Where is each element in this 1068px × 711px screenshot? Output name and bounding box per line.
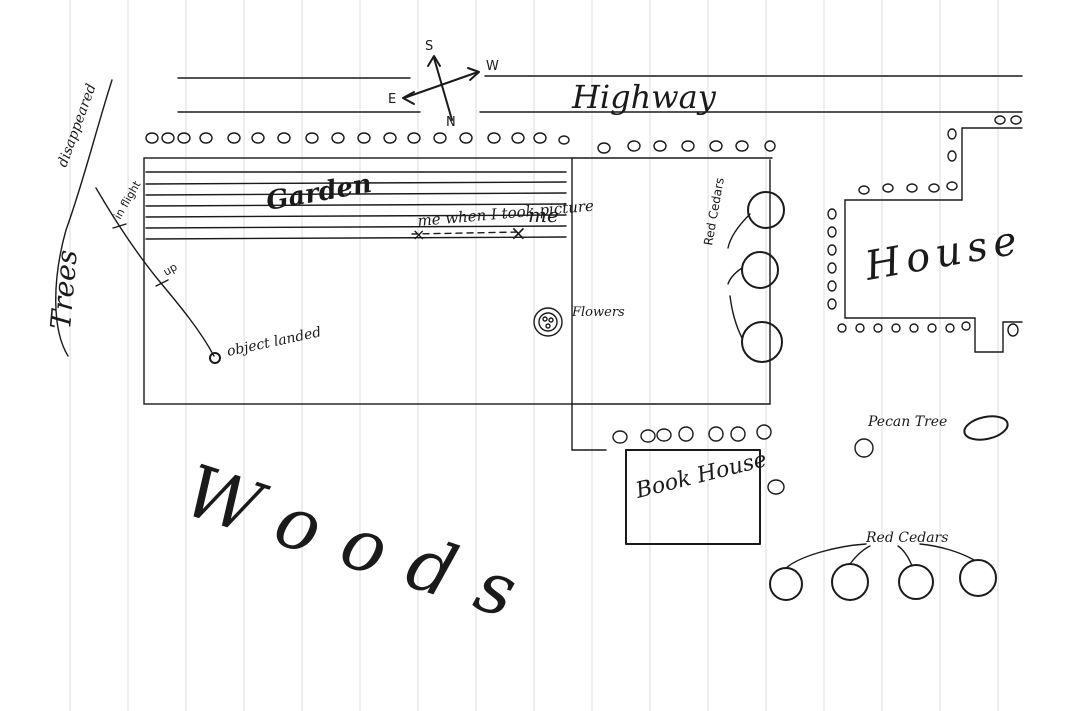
compass-icon: S W E N <box>388 39 499 130</box>
trees-label: Trees <box>44 248 84 330</box>
pecan-tree-label: Pecan Tree <box>867 414 947 430</box>
red-cedars-bottom: Red Cedars <box>769 530 997 601</box>
object-landed-marker <box>209 352 221 364</box>
red-cedars-bottom-label: Red Cedars <box>865 530 948 546</box>
disappeared-label: disappeared <box>55 82 100 170</box>
red-cedars-right-label: Red Cedars <box>701 177 727 247</box>
highway-label: Highway <box>571 78 717 116</box>
paper-rules <box>69 0 999 711</box>
flowers-label: Flowers <box>571 305 625 320</box>
me-when-took-picture-label: me when I took picture <box>417 197 595 230</box>
woods: Woods <box>175 448 552 642</box>
observer-x-left: × <box>412 225 425 244</box>
book-house: Book House <box>612 424 785 545</box>
hedge-top <box>145 115 1022 154</box>
compass-w: W <box>486 59 499 74</box>
house-label: House <box>861 217 1026 290</box>
garden-field: Garden <box>143 157 773 451</box>
garden-label: Garden <box>264 169 374 217</box>
highway: Highway <box>177 75 1023 116</box>
up-label: up <box>161 260 180 278</box>
tree-line: Trees disappeared <box>44 79 113 357</box>
flowers: Flowers <box>533 305 625 337</box>
red-cedars-right: Red Cedars <box>701 177 785 363</box>
me-label: me <box>528 203 559 227</box>
compass-e: E <box>388 92 396 107</box>
compass-s: S <box>425 39 433 54</box>
observer-x-right: × <box>510 221 527 245</box>
book-house-label: Book House <box>632 447 769 504</box>
compass-n: N <box>446 115 456 130</box>
pecan-tree: Pecan Tree <box>854 414 1009 458</box>
house: House <box>827 127 1026 353</box>
woods-label: Woods <box>175 448 552 642</box>
object-landed-label: object landed <box>226 324 323 360</box>
